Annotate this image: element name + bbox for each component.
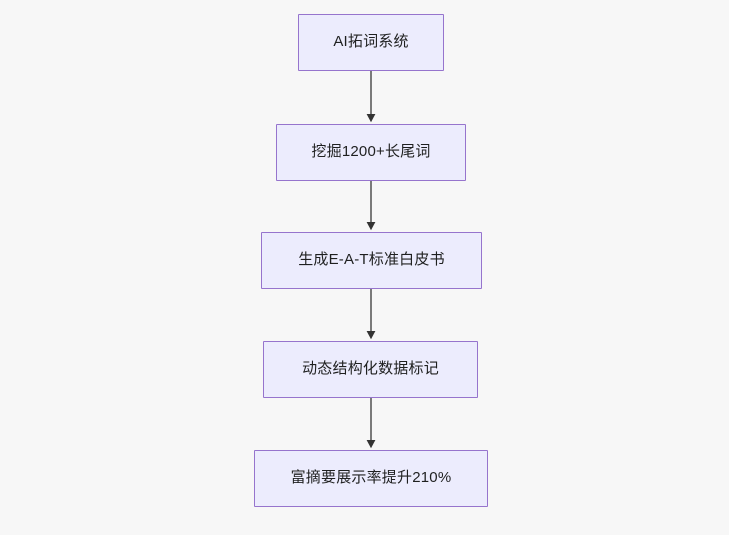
flow-node-label: AI拓词系统 — [333, 33, 409, 51]
flow-node-label: 动态结构化数据标记 — [302, 360, 439, 378]
flow-node-label: 生成E-A-T标准白皮书 — [298, 251, 445, 269]
flow-node-label: 富摘要展示率提升210% — [290, 469, 452, 487]
flow-node-generate-eat-whitepaper[interactable]: 生成E-A-T标准白皮书 — [261, 232, 482, 289]
flow-node-mine-longtail-keywords[interactable]: 挖掘1200+长尾词 — [276, 124, 466, 181]
flow-node-dynamic-structured-data-markup[interactable]: 动态结构化数据标记 — [263, 341, 478, 398]
flow-node-ai-keyword-system[interactable]: AI拓词系统 — [298, 14, 444, 71]
flow-node-rich-snippet-rate-increase[interactable]: 富摘要展示率提升210% — [254, 450, 488, 507]
flow-node-label: 挖掘1200+长尾词 — [311, 143, 431, 161]
